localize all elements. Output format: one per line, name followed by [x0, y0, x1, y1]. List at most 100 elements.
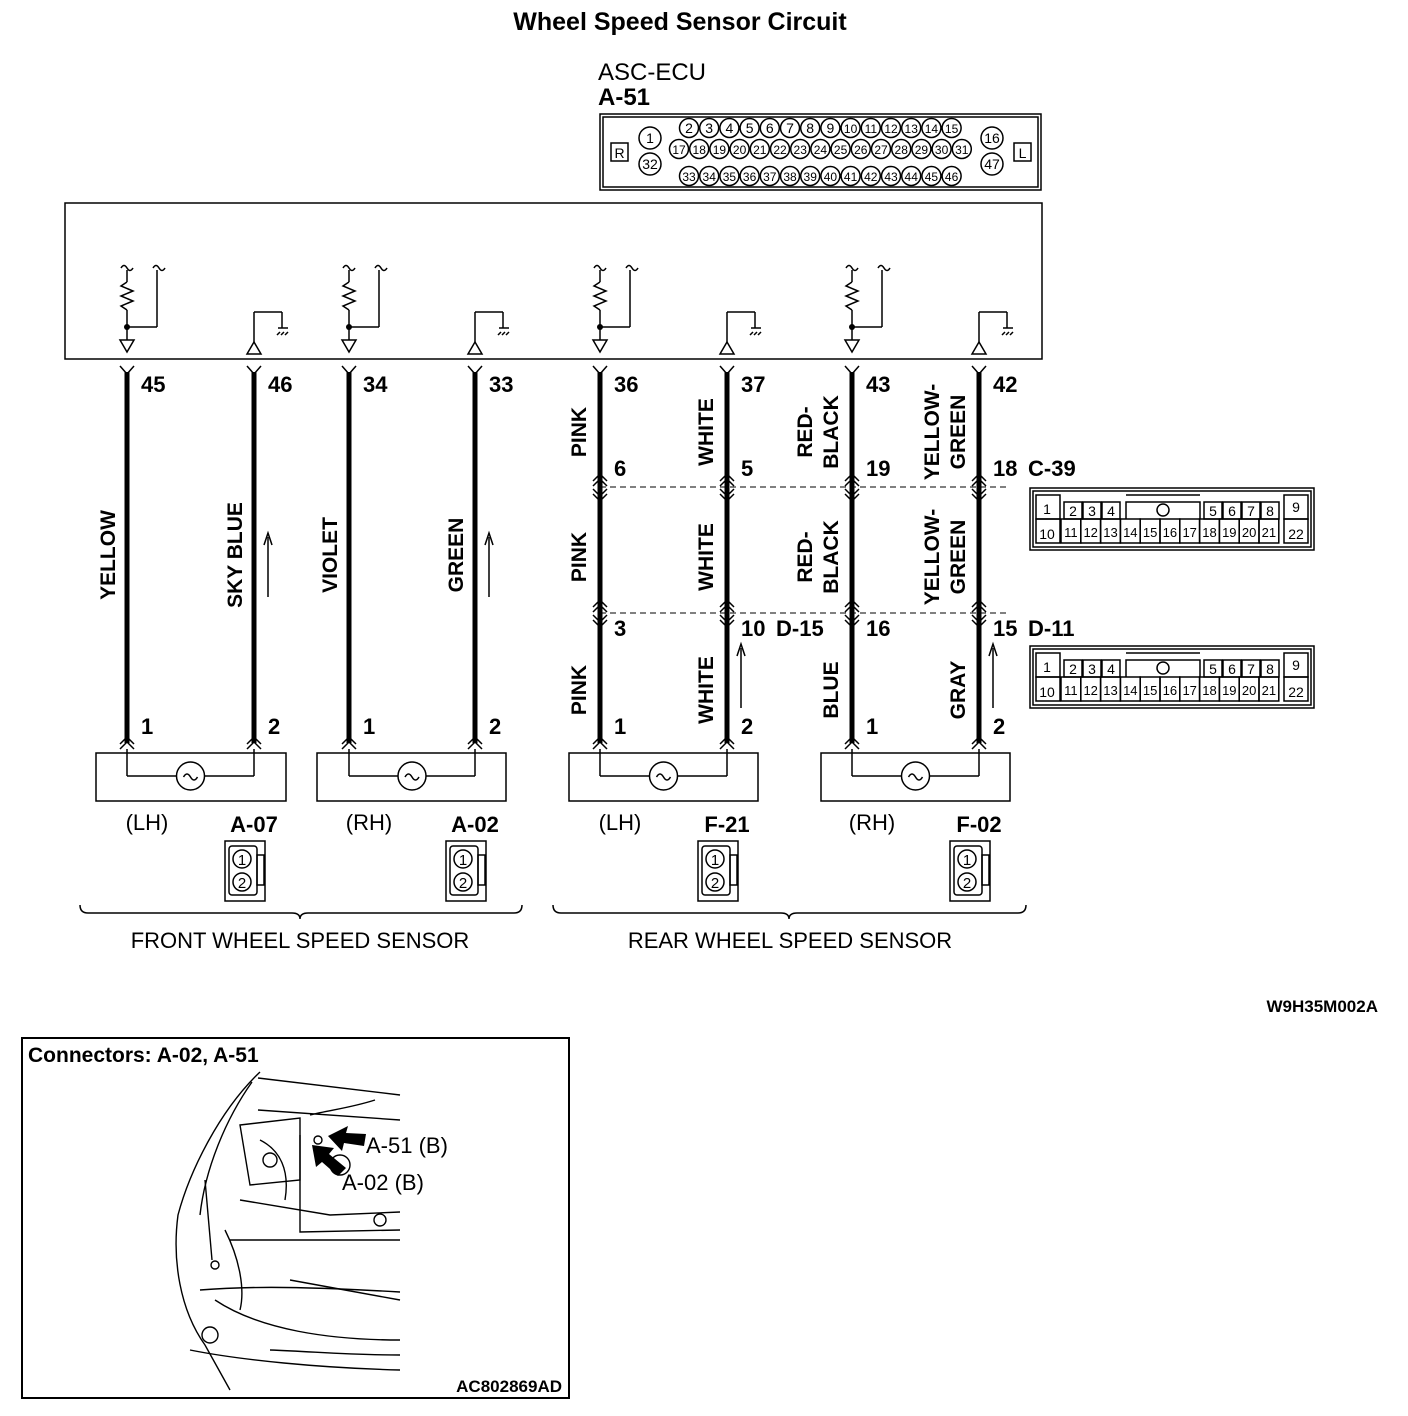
front-group-brace [79, 904, 523, 920]
diagram-code: W9H35M002A [1267, 997, 1379, 1016]
ecu-wire-pin: 43 [866, 372, 890, 397]
two-pin-connector-icon: 12 [224, 840, 266, 902]
ecu-pin-circle [900, 117, 922, 139]
ecu-pin-circle [870, 138, 892, 160]
two-pin-connector-icon: 12 [949, 840, 991, 902]
ecu-pin-number: 40 [824, 170, 838, 184]
ecu-pin-number: 4 [726, 120, 734, 136]
wire-color-label: WHITE [695, 656, 718, 724]
svg-text:2: 2 [963, 875, 971, 892]
svg-text:19: 19 [1222, 683, 1236, 698]
sensor-wire-pin: 2 [993, 714, 1005, 739]
svg-text:20: 20 [1242, 683, 1256, 698]
ecu-pin-circle [709, 138, 730, 160]
wire-color-label: YELLOW [97, 510, 120, 600]
svg-text:2: 2 [459, 875, 467, 892]
svg-text:1: 1 [459, 852, 467, 869]
ecu-pin-circle [900, 165, 922, 187]
wire-color-label: GREEN [947, 520, 970, 595]
ecu-pin-number: 3 [705, 120, 713, 136]
wire-color-label: WHITE [695, 523, 718, 591]
ecu-pin-number: 39 [804, 170, 818, 184]
inset-title: Connectors: A-02, A-51 [28, 1044, 259, 1067]
svg-text:22: 22 [1288, 526, 1304, 542]
inset-code: AC802869AD [456, 1377, 562, 1396]
sensor-coil-icon [900, 761, 931, 791]
ecu-pin-number: 30 [935, 143, 949, 157]
engine-bay-illustration [175, 1071, 401, 1391]
wire-color-label: PINK [568, 407, 591, 457]
ecu-pin-circle [941, 117, 962, 139]
ecu-pin-number: 9 [827, 120, 835, 136]
svg-text:5: 5 [1209, 503, 1217, 519]
svg-text:12: 12 [1083, 683, 1097, 698]
ecu-pin-number: 36 [743, 170, 757, 184]
ecu-internal-circuits [118, 264, 1014, 355]
ecu-pin-number: 21 [753, 143, 767, 157]
svg-text:19: 19 [1222, 525, 1236, 540]
ecu-connector-id: A-51 [598, 84, 650, 111]
ecu-pin-number: 24 [814, 143, 828, 157]
ecu-pin-number: 25 [834, 143, 848, 157]
two-pin-connector-icon: 12 [697, 840, 739, 902]
ecu-pin-number: 26 [854, 143, 868, 157]
ecu-wire-pin: 37 [741, 372, 765, 397]
ecu-pin-circle [779, 165, 801, 187]
ecu-pin-circle [789, 138, 811, 160]
d-connector-pin: 16 [866, 616, 890, 641]
d15-label: D-15 [776, 616, 824, 641]
svg-text:6: 6 [1228, 661, 1236, 677]
svg-text:8: 8 [1266, 661, 1274, 677]
c39-pin: 5 [741, 456, 753, 481]
ecu-pin-circle [719, 117, 740, 139]
d-connector-pin: 10 [741, 616, 765, 641]
svg-text:16: 16 [1163, 683, 1177, 698]
svg-text:10: 10 [1039, 526, 1055, 542]
ecu-pin-number: 15 [945, 122, 959, 136]
sensor-side-label: (LH) [599, 810, 642, 835]
ecu-pin-number: 27 [874, 143, 888, 157]
sensor-connector-id: A-02 [451, 812, 499, 837]
svg-text:16: 16 [1163, 525, 1177, 540]
ecu-pin-circle [880, 165, 902, 187]
ecu-pin-number: 10 [844, 122, 858, 136]
ecu-pin-number: 13 [905, 122, 919, 136]
sensor-coil-icon [648, 761, 679, 791]
sensor-connector-id: F-21 [704, 812, 749, 837]
ecu-pin-circle [678, 117, 700, 139]
svg-text:4: 4 [1107, 661, 1115, 677]
wire-color-label: RED- [794, 406, 817, 457]
ecu-pin-circle [678, 165, 700, 187]
ecu-pin-number: 12 [884, 122, 898, 136]
svg-text:18: 18 [1202, 683, 1216, 698]
ecu-pin-number: 8 [806, 120, 814, 136]
wire-color-label: RED- [794, 531, 817, 582]
ecu-wire-pin: 46 [268, 372, 292, 397]
sensor-wire-pin: 2 [741, 714, 753, 739]
ecu-pin-number: 7 [786, 120, 794, 136]
ecu-pin-circle [880, 117, 902, 139]
ecu-pin-number: 17 [672, 143, 686, 157]
sensor-coil-icon [397, 761, 427, 791]
ecu-pin-number: 35 [723, 170, 737, 184]
ecu-pin-number: 29 [915, 143, 929, 157]
svg-text:1: 1 [1043, 501, 1051, 517]
ecu-pin-circle [759, 165, 781, 187]
svg-text:32: 32 [642, 156, 658, 172]
svg-text:12: 12 [1083, 525, 1097, 540]
ecu-pin-number: 11 [865, 122, 878, 136]
rear-group-brace [552, 904, 1027, 920]
callout-a51: A-51 (B) [366, 1133, 448, 1158]
svg-text:1: 1 [238, 852, 246, 869]
svg-text:R: R [614, 145, 624, 161]
svg-text:15: 15 [1143, 683, 1157, 698]
ecu-wire-pin: 36 [614, 372, 638, 397]
svg-text:22: 22 [1288, 684, 1304, 700]
svg-text:2: 2 [238, 875, 246, 892]
